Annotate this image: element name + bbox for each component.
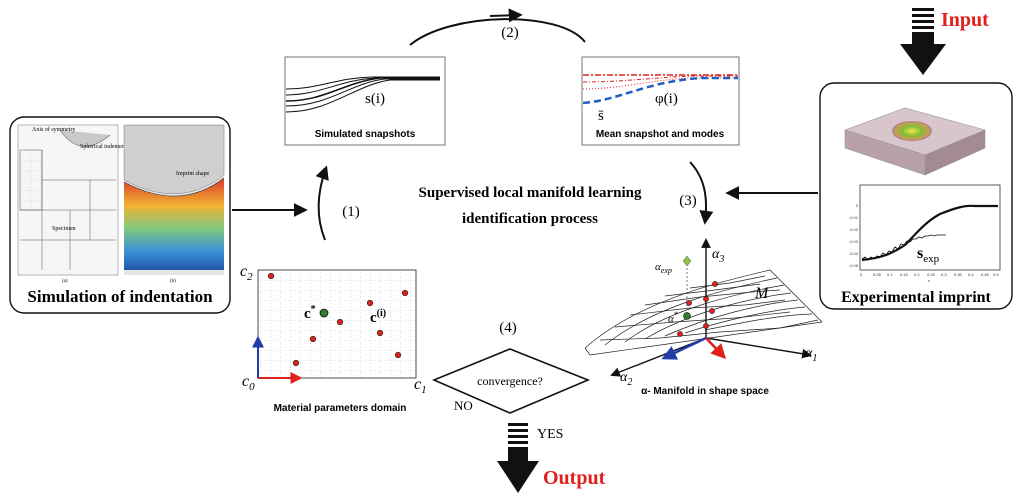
arrow-step2-head [489,8,523,23]
svg-text:0.1: 0.1 [887,272,893,277]
sexp-symbol: sexp [917,245,940,265]
imprint-3d-image [844,107,986,176]
output-indicator: Output YES [497,423,606,493]
step2-label: (2) [501,25,519,41]
alpha2-label: α2 [620,370,632,388]
axis-of-symmetry-label: Axis of symmetry [32,126,75,133]
spherical-indenter-label: Spherical indenter [80,144,124,150]
manifold-M-label: M [754,285,770,302]
svg-text:0.3: 0.3 [941,272,947,277]
subfigure-a-label: (a) [62,279,68,284]
manifold-panel: α3 α1 α2 αexp α* M α- Manifold in shape … [584,238,823,397]
phi-symbol: φ(i) [655,91,678,107]
svg-text:0.15: 0.15 [900,272,909,277]
specimen-label: Specimen [52,226,76,232]
alpha1-label: α1 [805,346,817,364]
convergence-decision: convergence? NO [431,348,591,414]
experimental-caption: Experimental imprint [841,289,991,306]
parameter-domain-panel: c* c(i) c2 c0 c1 Material parameters dom… [240,263,427,414]
step3-label: (3) [679,193,697,209]
alpha-exp-label: αexp [655,261,672,275]
no-label: NO [454,398,473,413]
mean-modes-panel: φ(i) s̄ Mean snapshot and modes [581,56,740,146]
alpha3-label: α3 [712,247,724,265]
fem-result-image: Imprint shape (b) [123,124,225,284]
svg-text:0.2: 0.2 [914,272,920,277]
snapshot-symbol: s(i) [365,91,385,107]
snapshots-caption: Simulated snapshots [315,129,416,140]
output-label: Output [543,467,606,489]
arrow-step1 [315,165,329,241]
experimental-curve-plot: sexp 0 0.05 0.1 0.15 0.2 0.25 0.3 0.35 0… [849,184,1001,283]
c0-origin-label: c0 [242,373,255,393]
svg-text:0.45: 0.45 [981,272,990,277]
imprint-shape-label: Imprint shape [176,171,209,177]
snapshots-panel: s(i) Simulated snapshots [284,56,446,146]
c2-axis-label: c2 [240,263,253,283]
simulation-panel: Axis of symmetry Spherical indenter Spec… [9,116,231,314]
svg-text:0.4: 0.4 [968,272,974,277]
convergence-label: convergence? [477,374,543,388]
domain-caption: Material parameters domain [274,403,407,414]
svg-text:-0.01: -0.01 [849,215,859,220]
arrow-step2 [409,18,586,46]
optimal-point [319,308,329,318]
svg-text:-0.02: -0.02 [849,227,859,232]
workflow-arrows [232,8,818,241]
svg-text:-0.04: -0.04 [849,251,859,256]
sample-points [267,272,409,367]
svg-text:0.05: 0.05 [873,272,882,277]
svg-text:x: x [928,278,930,283]
c1-axis-label: c1 [414,376,427,396]
svg-text:0: 0 [856,203,859,208]
input-indicator: Input [900,8,989,75]
svg-text:-0.05: -0.05 [849,263,859,268]
experimental-x-ticks: 0 0.05 0.1 0.15 0.2 0.25 0.3 0.35 0.4 0.… [860,272,999,283]
sbar-symbol: s̄ [598,108,604,124]
arrow-step3 [689,161,714,225]
svg-text:0.35: 0.35 [954,272,963,277]
svg-text:0: 0 [860,272,863,277]
svg-text:0.25: 0.25 [927,272,936,277]
yes-label: YES [537,427,563,442]
simulation-caption: Simulation of indentation [27,287,213,306]
alpha-exp-point [682,255,692,267]
input-label: Input [941,9,989,31]
manifold-caption: α- Manifold in shape space [641,386,769,397]
fem-mesh-image: Axis of symmetry Spherical indenter Spec… [17,124,124,284]
process-title-line2: identification process [462,211,598,227]
c-i-label: c(i) [370,308,386,326]
manifold-points [677,281,718,337]
alpha-star-point [683,312,691,320]
step1-label: (1) [342,204,360,220]
step4-label: (4) [499,320,517,336]
mean-caption: Mean snapshot and modes [596,129,725,140]
alpha-star-label: α* [668,310,678,325]
svg-text:-0.03: -0.03 [849,239,859,244]
process-title-line1: Supervised local manifold learning [419,185,642,201]
subfigure-b-label: (b) [170,279,176,284]
experimental-panel: sexp 0 0.05 0.1 0.15 0.2 0.25 0.3 0.35 0… [819,82,1013,310]
manifold-surface [584,269,823,356]
experimental-y-ticks: 0 -0.01 -0.02 -0.03 -0.04 -0.05 [849,203,859,268]
svg-text:0.5: 0.5 [993,272,999,277]
c-star-label: c* [304,304,316,322]
